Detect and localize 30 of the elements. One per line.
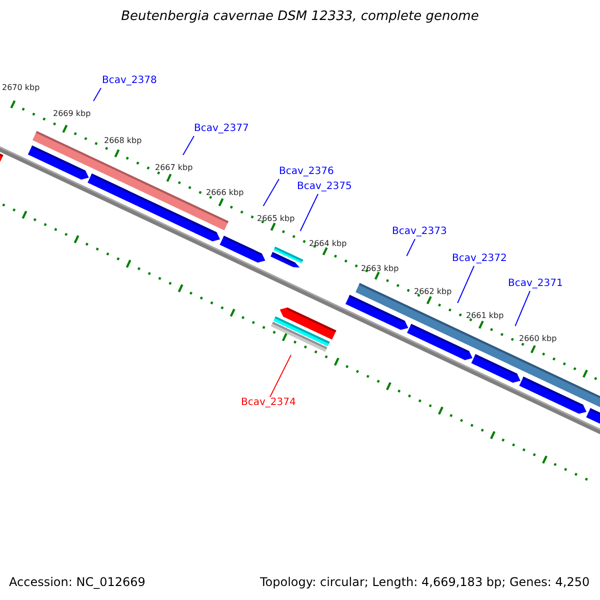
leader-line	[262, 178, 280, 206]
leader-line	[406, 238, 416, 256]
info-text: Accession: NC_012669	[9, 576, 146, 588]
scale-label: 2660 kbp	[519, 335, 557, 343]
scale-label: 2665 kbp	[257, 215, 295, 223]
scale-label: 2667 kbp	[155, 164, 193, 172]
gene-label: Bcav_2378	[102, 76, 157, 86]
gene-label: Bcav_2377	[194, 124, 249, 134]
leader-line	[457, 266, 474, 304]
scale-label: 2669 kbp	[53, 110, 91, 118]
scale-label: 2663 kbp	[361, 265, 399, 273]
scale-label: 2668 kbp	[104, 137, 142, 145]
gene-label: Bcav_2375	[297, 182, 352, 192]
scale-label: 2670 kbp	[2, 84, 40, 92]
leader-line	[93, 88, 102, 102]
gene-label: Bcav_2376	[279, 167, 334, 177]
leader-line	[270, 354, 292, 398]
scale-label: 2662 kbp	[414, 288, 452, 296]
scale-label: 2666 kbp	[206, 189, 244, 197]
gene-label: Bcav_2374	[241, 398, 296, 408]
leader-line	[300, 194, 318, 232]
gene-label: Bcav_2372	[452, 254, 507, 264]
info-text: Topology: circular; Length: 4,669,183 bp; Genes: 4,250	[260, 576, 590, 588]
gene-label: Bcav_2371	[508, 279, 563, 289]
scale-label: 2661 kbp	[466, 312, 504, 320]
leader-line	[182, 136, 194, 156]
scale-label: 2664 kbp	[309, 240, 347, 248]
diagram-title: Beutenbergia cavernae DSM 12333, complete genome	[120, 10, 480, 23]
gene-label: Bcav_2373	[392, 227, 447, 237]
leader-line	[514, 290, 530, 326]
